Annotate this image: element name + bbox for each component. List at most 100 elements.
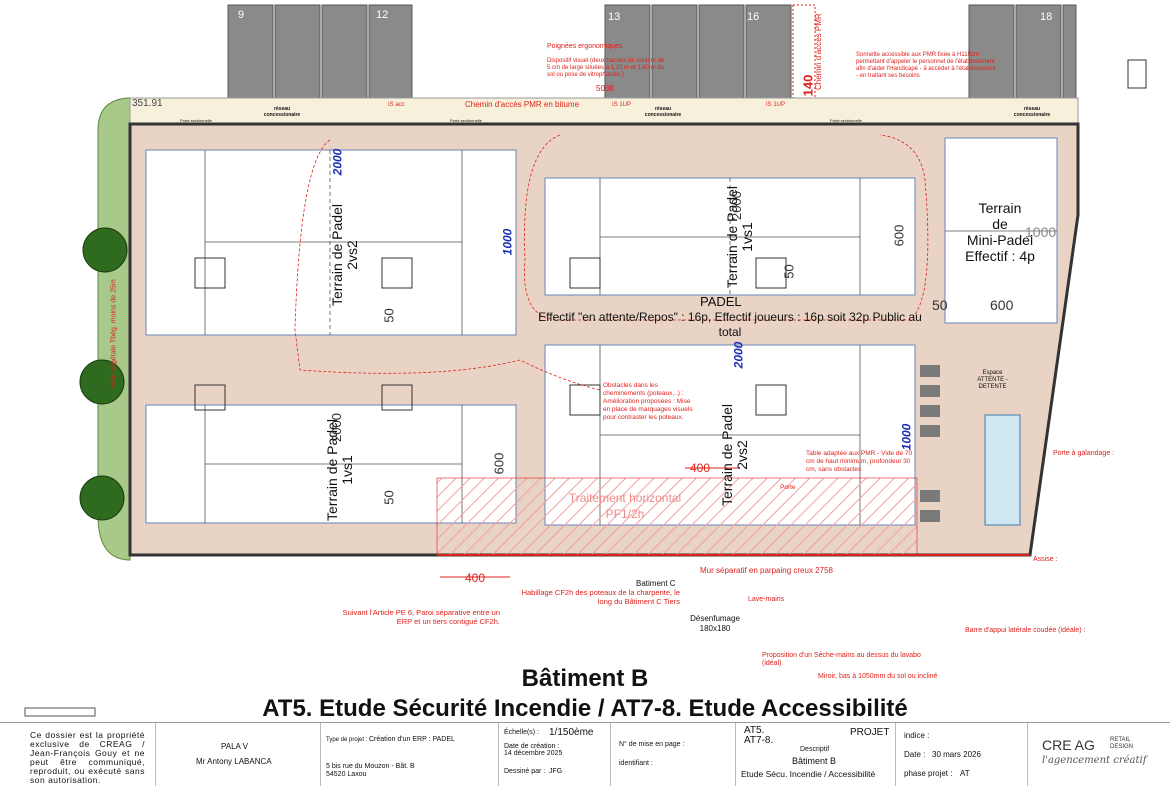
court-top-left-label: Terrain de Padel 2vs2 (329, 204, 360, 306)
mise-en-page-label: N° de mise en page : (619, 741, 685, 748)
projet-label: PROJET (850, 727, 890, 738)
phase-label: phase projet : (904, 769, 953, 778)
echelle-value: 1/150ème (549, 727, 594, 738)
building-title: Bâtiment B (521, 665, 649, 692)
court-bottom-left-dim-600: 600 (491, 452, 507, 475)
lawn-strip (97, 97, 131, 561)
barre-appui-note: Barre d'appui latérale coudée (idéale) : (965, 627, 1086, 634)
court-bottom-right-dim-2000: 2000 (731, 341, 746, 369)
date-label: Date : (904, 750, 926, 759)
network-label-2: réseau concessionaire (644, 106, 682, 118)
court-bottom-right-label: Terrain de Padel 2vs2 (719, 404, 750, 506)
mini-court-dim-1000: 1000 (1025, 224, 1057, 240)
pmr-circulation-path (524, 134, 929, 321)
seche-mains-note: Proposition d'un Sèche-mains au dessus d… (762, 652, 921, 667)
pmr-path (129, 97, 1079, 125)
phase-value: AT (960, 769, 970, 778)
date-creation-value: 14 décembre 2025 (504, 750, 563, 757)
door-label-3: Porte sectionnelle (830, 118, 862, 123)
court-top-left-dim-50: 50 (381, 308, 397, 323)
parking-bays (227, 4, 1077, 99)
indice-label: indice : (904, 731, 930, 740)
title-block: Ce dossier est la propriété exclusive de… (0, 722, 1170, 786)
brand-retail: RETAIL DESIGN (1110, 737, 1134, 750)
type-projet-value: Création d'un ERP : PADEL (369, 736, 455, 743)
lave-mains-note: Lave-mains (748, 596, 785, 603)
parking-number-12: 12 (376, 9, 389, 21)
study-title: AT5. Etude Sécurité Incendie / AT7-8. Et… (262, 695, 908, 722)
waiting-area-label: Espace ATTENTE - DETENTE (977, 370, 1008, 390)
court-top-right-dim-600: 600 (891, 224, 907, 247)
revision-cell: indice : Date : 30 mars 2026 phase proje… (895, 723, 1028, 786)
dim-5038: 5038 (596, 84, 614, 93)
project-type-cell: Type de projet : Création d'un ERP : PAD… (320, 723, 499, 786)
brand-cell: CRE AG RETAIL DESIGN l'agencement créati… (1027, 723, 1170, 786)
mini-court-label: Terrain de Mini-Padel Effectif : 4p (955, 200, 1045, 264)
batiment-c-label: Batiment C (636, 579, 676, 588)
traitement-label: Traitement horizontal PF1/2h (568, 491, 682, 521)
north-arrow-box (1127, 59, 1147, 89)
hedge-trees (79, 227, 128, 521)
descriptif-study: Etude Sécu. Incendie / Accessibilité (741, 769, 876, 779)
dessine-value: JFG (549, 768, 563, 775)
client-contact: Mr Antony LABANCA (196, 757, 272, 766)
parking-number-18: 18 (1040, 11, 1053, 23)
pmr-path-label: Chemin d'accès PMR en bitume (465, 100, 580, 109)
court-top-left-dim-1000: 1000 (500, 228, 515, 256)
client-name: PALA V (221, 742, 248, 751)
code-line2: AT7-8. (744, 735, 774, 746)
identifiant-label: identifiant : (619, 760, 653, 767)
desenfumage-label: Désenfumage 180x180 (690, 614, 740, 633)
dispositif-visuel-note: Dispositif visuel (deux bandes de couleu… (547, 58, 665, 78)
mini-court-label-line3: Mini-Padel (966, 232, 1034, 248)
court-top-left-dim-2000: 2000 (330, 148, 345, 176)
address-line1: 5 bis rue du Mouzon - Bât. B (326, 763, 415, 770)
parking-number-13: 13 (608, 11, 621, 23)
porte-galandage-note: Porte à galandage : (1053, 450, 1115, 457)
mini-court-dim-50: 50 (932, 297, 948, 313)
table-pmr-note: Table adaptée aux PMR - Vide de 70 cm de… (806, 450, 913, 473)
is-acc-label: IS acc (388, 102, 405, 108)
parking-number-9: 9 (238, 9, 245, 21)
type-projet-label: Type de projet : (326, 737, 368, 743)
obstacles-note: Obstacles dans les cheminements (poteaux… (603, 382, 693, 421)
network-label-1: réseau concessionaire (263, 106, 301, 118)
dessine-label: Dessiné par : (504, 768, 546, 775)
dim-400-top: 400 (690, 461, 711, 475)
padel-label: PADEL (700, 294, 742, 309)
court-bottom-right-dim-1000: 1000 (899, 423, 914, 451)
date-creation-label: Date de création : (504, 743, 560, 750)
hedge-label: Haie végétale Tbég. moins de 25m (110, 279, 118, 388)
is-1up-label-2: IS 1UP (766, 102, 786, 108)
echelle-label: Échelle(s) : (504, 729, 540, 736)
parking-number-16: 16 (747, 11, 760, 23)
article-note: Suivant l'Article PE 6, Paroi séparative… (342, 608, 500, 626)
court-posts (194, 257, 787, 416)
fire-treatment-zone (436, 477, 918, 556)
is-1up-label-1: IS 1UP (612, 102, 632, 108)
mur-separatif-note: Mur séparatif en parpaing creux 2758 (700, 566, 833, 575)
padel-effectif: Effectif "en attente/Repos" : 16p, Effec… (538, 310, 922, 339)
descriptif-building: Bâtiment B (792, 756, 837, 766)
sanitary-block (984, 414, 1021, 526)
door-label-2: Porte sectionnelle (450, 118, 482, 123)
miroir-note: Miroir, bas à 1050mm du sol ou incliné (818, 673, 938, 680)
client-cell: PALA V Mr Antony LABANCA (155, 723, 321, 786)
assise-note: Assise : (1033, 556, 1058, 563)
waiting-tables (920, 365, 940, 522)
court-top-right-dim-2000: 2000 (728, 191, 744, 220)
habillage-note: Habillage CF2h des poteaux de la charpen… (521, 588, 680, 606)
date-value: 30 mars 2026 (932, 750, 981, 759)
mini-court-dim-600: 600 (990, 297, 1014, 313)
brand-tagline: l'agencement créatif (1042, 755, 1147, 766)
dim-140: 140 (800, 74, 816, 97)
porte-note: Porte (780, 484, 796, 491)
mini-court-effectif: Effectif : 4p (965, 248, 1035, 264)
mini-court-label-line1: Terrain (978, 200, 1022, 216)
floor-plan (24, 4, 1147, 717)
address-line2: 54520 Laxou (326, 771, 367, 778)
scale-bar (24, 707, 96, 717)
mini-court-label-line2: de (992, 216, 1008, 232)
poignees-note: Poignées ergonomiques (547, 43, 623, 50)
layout-cell: N° de mise en page : identifiant : (610, 723, 736, 786)
